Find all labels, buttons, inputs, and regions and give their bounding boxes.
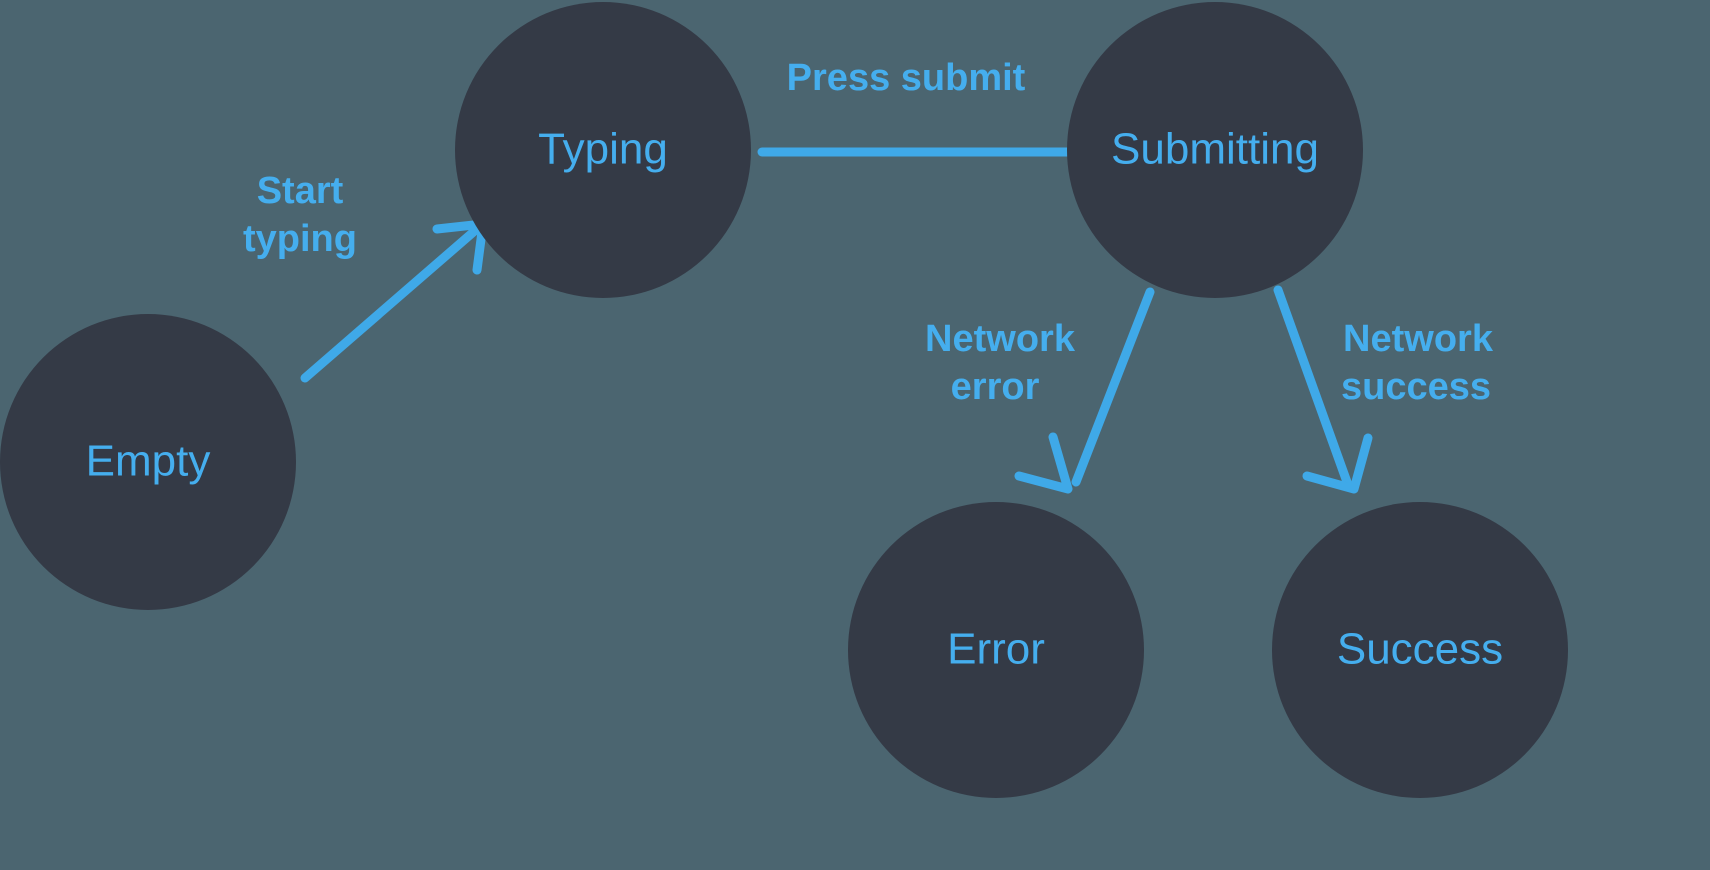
node-success[interactable]: Success [1272,502,1568,798]
node-error-circle[interactable] [848,502,1144,798]
node-submitting-circle[interactable] [1067,2,1363,298]
edge-label-start-typing: Start typing [243,170,357,260]
edge-label-network-error-line1: Network [925,318,1076,360]
node-typing-label: Typing [538,125,668,174]
edge-label-press-submit: Press submit [787,57,1026,99]
edge-label-press-submit-line1: Press submit [787,57,1026,99]
node-empty-circle[interactable] [0,314,296,610]
node-empty[interactable]: Empty [0,314,296,610]
node-success-circle[interactable] [1272,502,1568,798]
node-submitting[interactable]: Submitting [1067,2,1363,298]
node-error-label: Error [947,625,1045,674]
node-submitting-label: Submitting [1111,125,1319,174]
node-success-label: Success [1337,625,1503,674]
edge-network-success [1273,285,1373,494]
edge-network-success-arrowhead [1302,433,1373,494]
edge-network-success-line [1273,285,1352,487]
edge-label-network-error: Network error [925,318,1076,408]
edge-network-error-arrowhead [1014,432,1073,494]
edge-label-network-error-line2: error [951,366,1040,408]
edge-label-network-success-line2: success [1341,366,1491,408]
edge-label-network-success: Network success [1341,318,1494,408]
edge-start-typing-line [300,223,483,383]
edge-label-start-typing-line1: Start [257,170,344,212]
edge-label-network-success-line1: Network [1343,318,1494,360]
edge-network-error-line [1071,287,1155,487]
node-typing-circle[interactable] [455,2,751,298]
node-error[interactable]: Error [848,502,1144,798]
node-empty-label: Empty [86,437,211,486]
node-typing[interactable]: Typing [455,2,751,298]
edge-network-error [1014,287,1155,494]
edge-label-start-typing-line2: typing [243,218,357,260]
